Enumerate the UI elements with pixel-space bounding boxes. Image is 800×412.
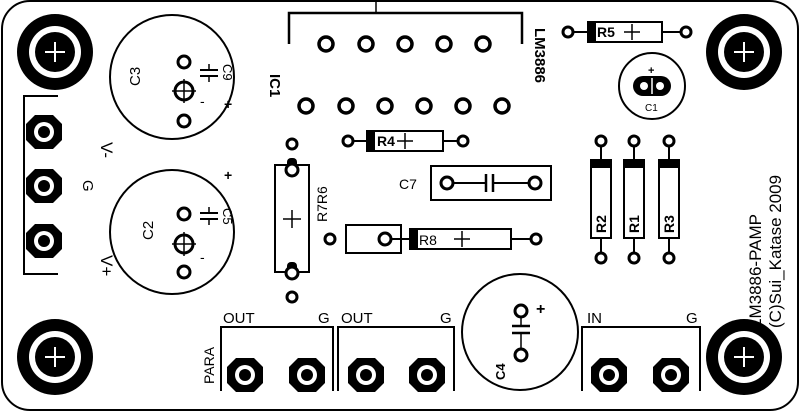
c7-label: C7	[399, 176, 417, 192]
mounting-hole-bottom-right	[706, 319, 782, 395]
capacitor-c1-top	[618, 52, 686, 120]
input-connector	[581, 326, 701, 392]
resistor-r8	[323, 224, 543, 254]
out1-label: OUT	[223, 310, 255, 327]
capacitor-c7	[430, 165, 552, 201]
r2-label: R2	[593, 215, 609, 233]
mounting-hole-top-right	[706, 14, 782, 90]
out2-label: OUT	[341, 310, 373, 327]
g-left-label: G	[79, 180, 96, 192]
board-title-label: LM3886-PAMP	[746, 214, 765, 328]
resistor-r5	[561, 21, 693, 43]
capacitor-c2	[109, 169, 235, 295]
r5-label: R5	[597, 24, 615, 40]
c2-label: C2	[140, 221, 157, 240]
resistor-r2	[590, 134, 612, 265]
resistor-r1	[623, 134, 645, 265]
c4-label: C4	[493, 363, 508, 380]
c5-label: C5	[220, 208, 235, 225]
capacitor-c3	[109, 14, 235, 140]
g3-label: G	[686, 310, 698, 327]
r8-label: R8	[419, 232, 437, 248]
para-label: PARA	[201, 346, 217, 384]
v-minus-label: V-	[97, 142, 116, 158]
lm3886-label: LM3886	[531, 28, 548, 83]
c9-label: C9	[220, 64, 235, 81]
ic1-label: IC1	[266, 74, 283, 97]
in-label: IN	[587, 310, 602, 327]
power-input-connector	[23, 95, 62, 275]
r3-label: R3	[661, 215, 677, 233]
ic1-lm3886-footprint	[287, 0, 524, 115]
mounting-hole-top-left	[17, 14, 93, 90]
c3-label: C3	[127, 67, 144, 86]
c2-plus-label: +	[224, 167, 232, 183]
c2-minus-label: -	[200, 249, 205, 265]
r1-label: R1	[626, 215, 642, 233]
r7r6-label: R7R6	[314, 186, 330, 222]
resistor-r4	[341, 130, 470, 152]
output-connector-1	[220, 326, 334, 392]
c3-plus-label: +	[224, 96, 232, 112]
c4-plus-label: +	[536, 301, 545, 318]
output-connector-2	[337, 326, 455, 392]
board-copyright-label: (C)Sui_Katase 2009	[766, 175, 785, 328]
resistor-r7-r6	[274, 137, 310, 304]
c1-top-plus-label: +	[648, 65, 654, 77]
v-plus-label: V+	[97, 255, 116, 276]
c3-minus-label: -	[200, 93, 205, 109]
r4-label: R4	[377, 133, 395, 149]
capacitor-c4	[461, 273, 579, 391]
g2-label: G	[440, 310, 452, 327]
resistor-r3	[658, 134, 680, 265]
mounting-hole-bottom-left	[17, 319, 93, 395]
c1-top-label: C1	[645, 103, 658, 114]
g1-label: G	[318, 310, 330, 327]
